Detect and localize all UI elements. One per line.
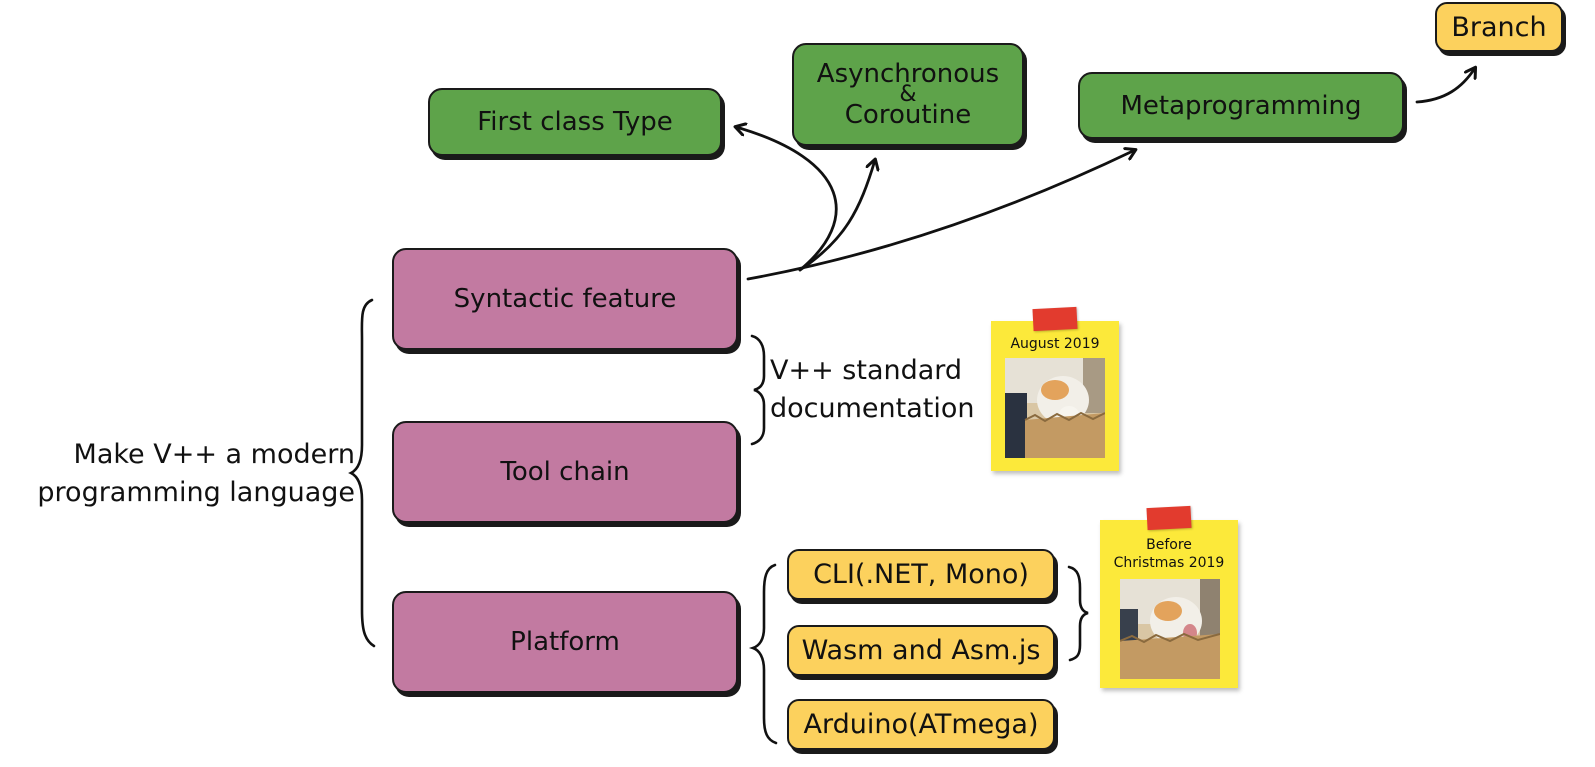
- cat-photo-august: [1005, 358, 1105, 458]
- node-first-class-type[interactable]: First class Type: [428, 88, 722, 156]
- documentation-label-line-1: V++ standard: [770, 355, 963, 386]
- node-metaprogramming-label: Metaprogramming: [1120, 90, 1362, 121]
- node-tool-chain[interactable]: Tool chain: [392, 421, 738, 523]
- documentation-label: V++ standard documentation: [770, 352, 975, 428]
- platform-target-wasm-label: Wasm and Asm.js: [801, 635, 1041, 666]
- sticky-note-christmas-tape: [1146, 505, 1192, 531]
- sticky-note-christmas-text-1: Before: [1146, 537, 1192, 553]
- node-async-line-3: Coroutine: [844, 99, 972, 130]
- node-branch[interactable]: Branch: [1435, 2, 1563, 52]
- targets-brace: [1067, 565, 1089, 662]
- sticky-note-christmas-text-2: Christmas 2019: [1113, 555, 1225, 571]
- sticky-note-christmas: Before Christmas 2019: [1100, 520, 1238, 688]
- node-platform[interactable]: Platform: [392, 591, 738, 693]
- cat-photo-illustration: [1120, 579, 1220, 679]
- platform-target-wasm[interactable]: Wasm and Asm.js: [787, 625, 1055, 676]
- sticky-note-august-tape: [1032, 306, 1078, 332]
- documentation-label-line-2: documentation: [770, 393, 975, 424]
- arrow-to-metaprogramming: [746, 150, 1135, 281]
- arrow-to-branch: [1415, 68, 1475, 104]
- node-async-coroutine[interactable]: Asynchronous & Coroutine: [792, 43, 1024, 146]
- root-label-line-2: programming language: [37, 477, 355, 508]
- root-label: Make V++ a modern programming language: [20, 436, 355, 512]
- node-platform-label: Platform: [510, 627, 620, 657]
- node-async-coroutine-label: Asynchronous & Coroutine: [816, 58, 1000, 130]
- node-branch-label: Branch: [1451, 11, 1547, 43]
- node-syntactic-feature-label: Syntactic feature: [453, 284, 677, 314]
- platform-brace: [748, 563, 778, 745]
- node-syntactic-feature[interactable]: Syntactic feature: [392, 248, 738, 350]
- platform-target-cli-label: CLI(.NET, Mono): [813, 559, 1029, 590]
- node-async-line-1: Asynchronous: [816, 58, 1000, 89]
- cat-photo-christmas: [1120, 579, 1220, 679]
- node-async-line-2: &: [899, 81, 917, 107]
- arrow-to-async: [798, 160, 875, 272]
- platform-target-cli[interactable]: CLI(.NET, Mono): [787, 549, 1055, 600]
- cat-photo-illustration: [1005, 358, 1105, 458]
- node-metaprogramming[interactable]: Metaprogramming: [1078, 72, 1404, 139]
- sticky-note-august-text: August 2019: [1010, 336, 1100, 352]
- sticky-note-august: August 2019: [991, 321, 1119, 471]
- platform-target-arduino[interactable]: Arduino(ATmega): [787, 699, 1055, 750]
- arrow-to-first-class: [736, 127, 838, 272]
- platform-target-arduino-label: Arduino(ATmega): [803, 709, 1039, 740]
- main-brace: [348, 298, 376, 648]
- node-tool-chain-label: Tool chain: [500, 457, 630, 487]
- node-first-class-type-label: First class Type: [477, 107, 673, 137]
- documentation-brace: [750, 334, 766, 446]
- root-label-line-1: Make V++ a modern: [73, 439, 355, 470]
